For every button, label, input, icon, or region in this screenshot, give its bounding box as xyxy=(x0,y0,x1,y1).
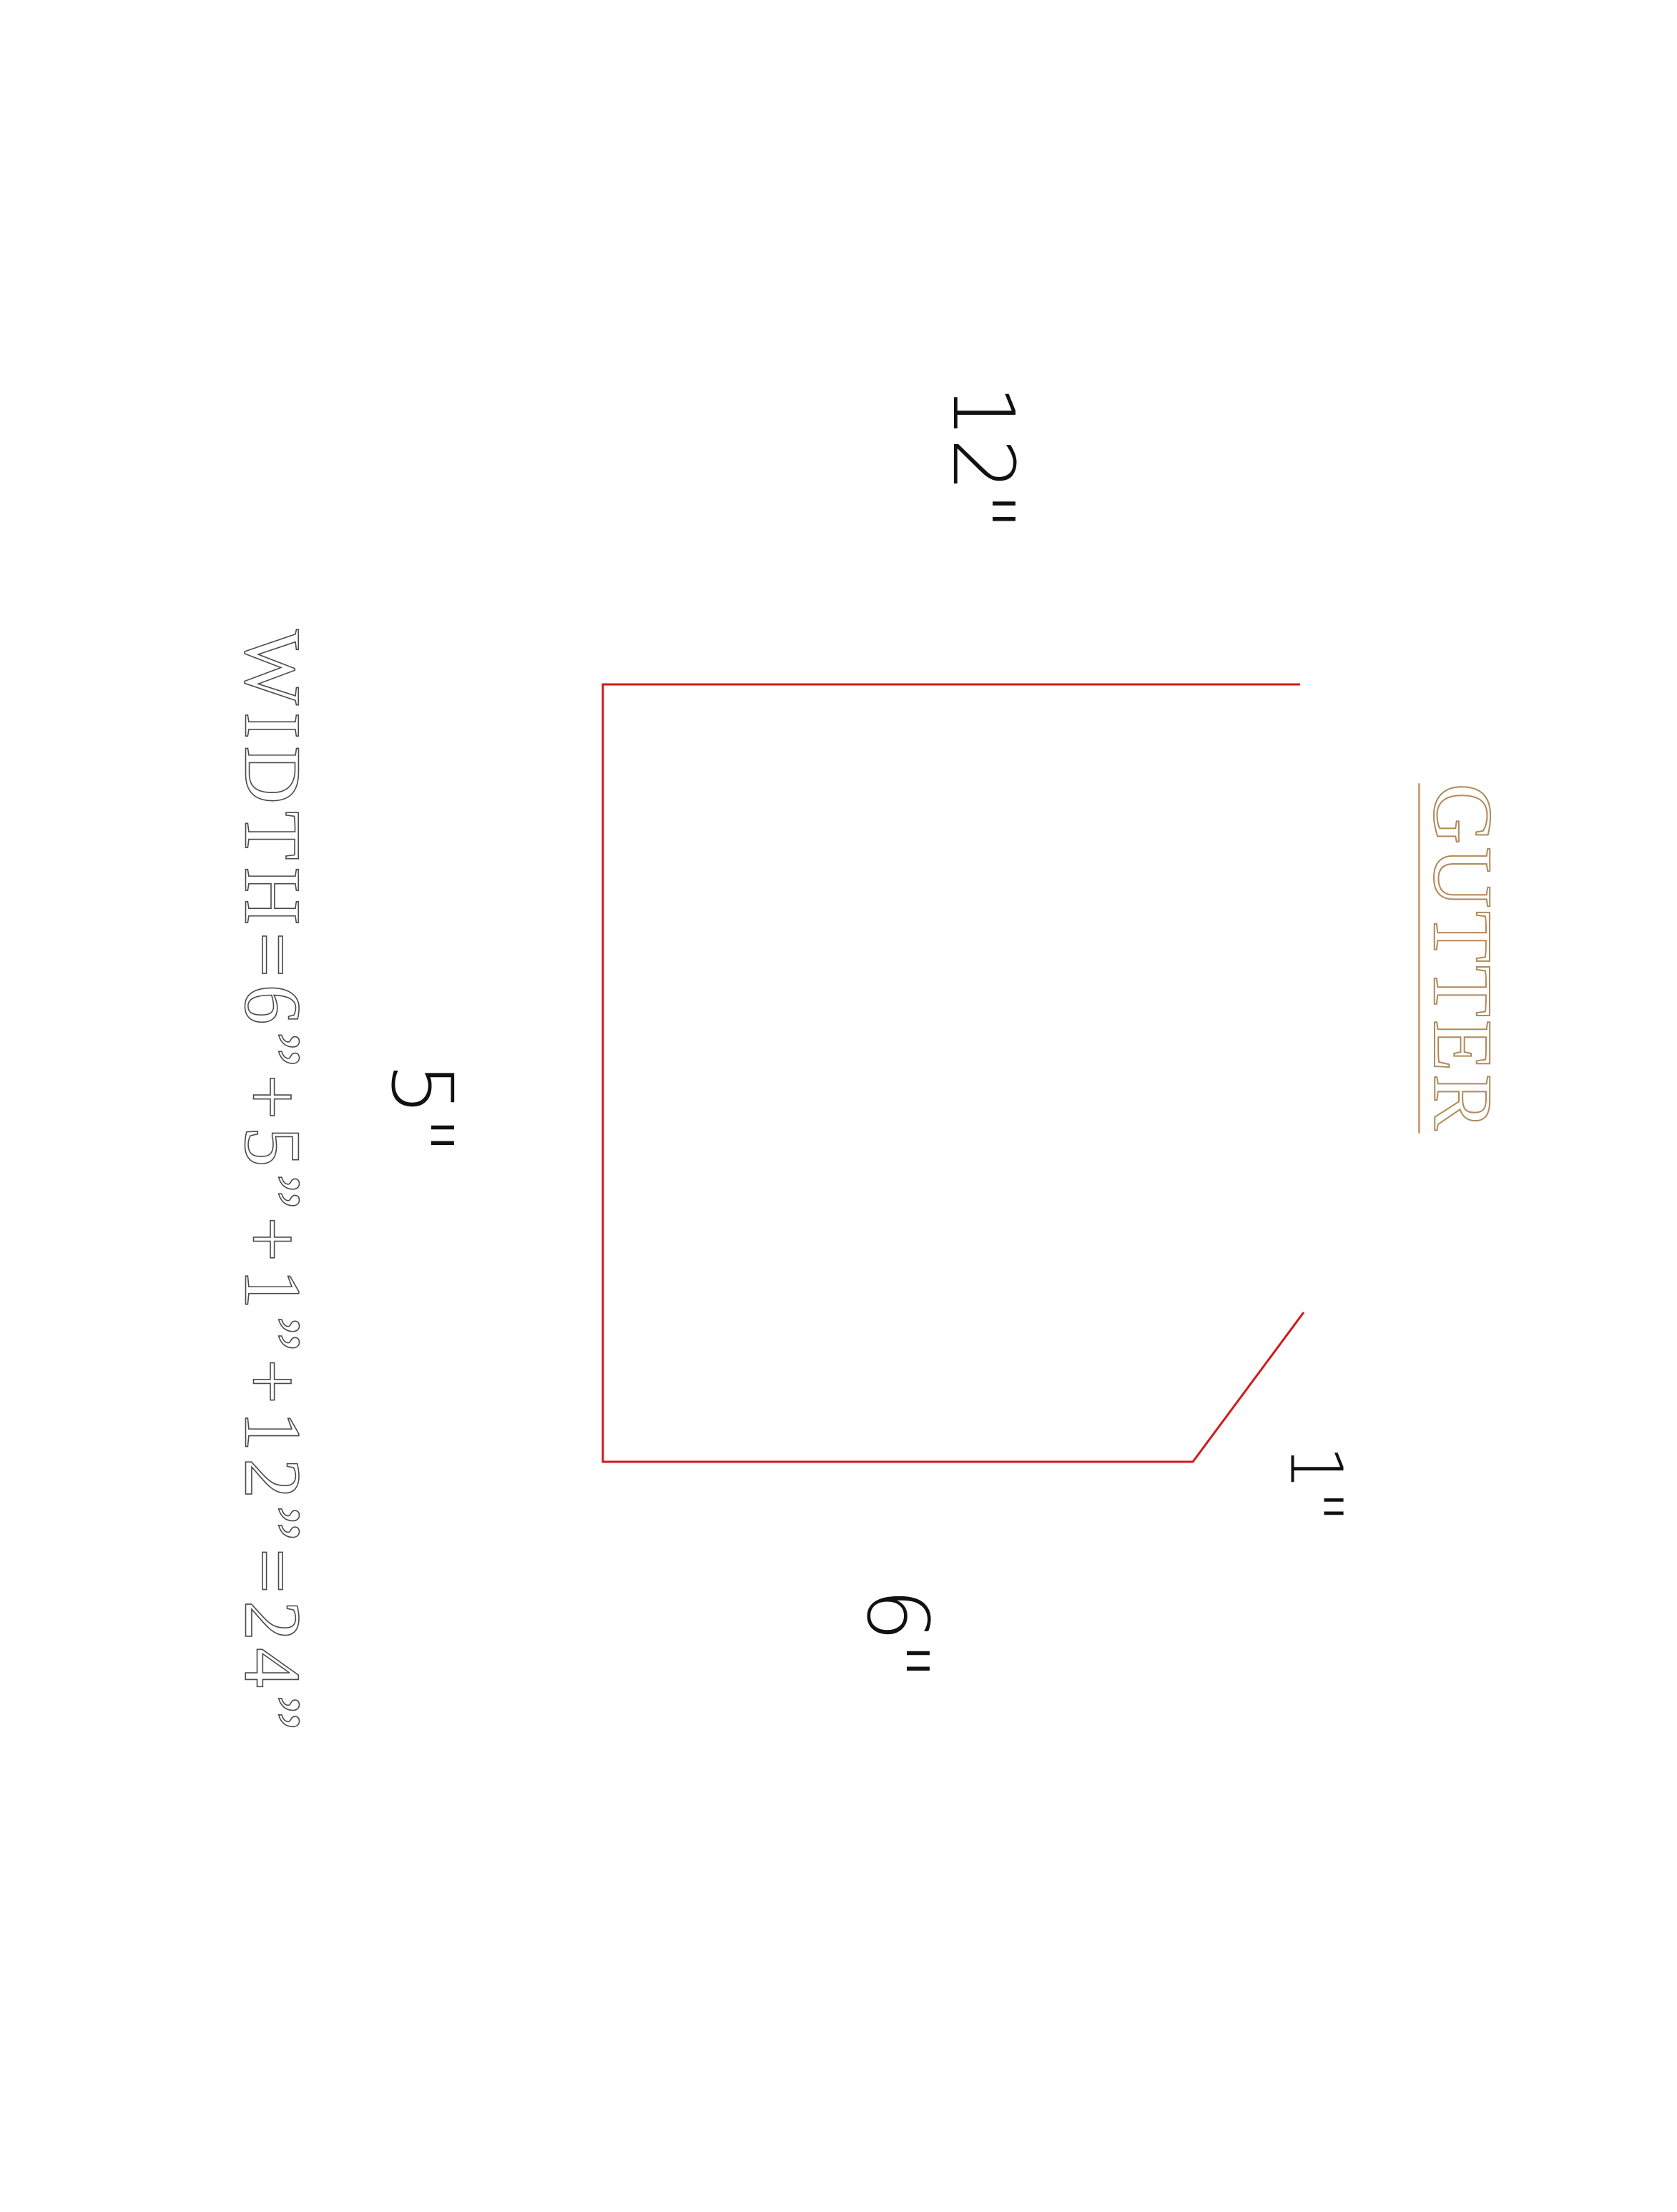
width-formula: WIDTH=6”+5”+1”+12”=24” xyxy=(227,629,318,1738)
dimension-label-side: 5" xyxy=(373,1062,471,1155)
gutter-profile-line xyxy=(601,683,1305,1463)
gutter-title: GUTTER xyxy=(1415,782,1510,1134)
dimension-label-top: 12" xyxy=(934,384,1033,531)
dimension-label-lip: 1" xyxy=(1274,1445,1358,1523)
dimension-label-bottom: 6" xyxy=(848,1588,947,1681)
